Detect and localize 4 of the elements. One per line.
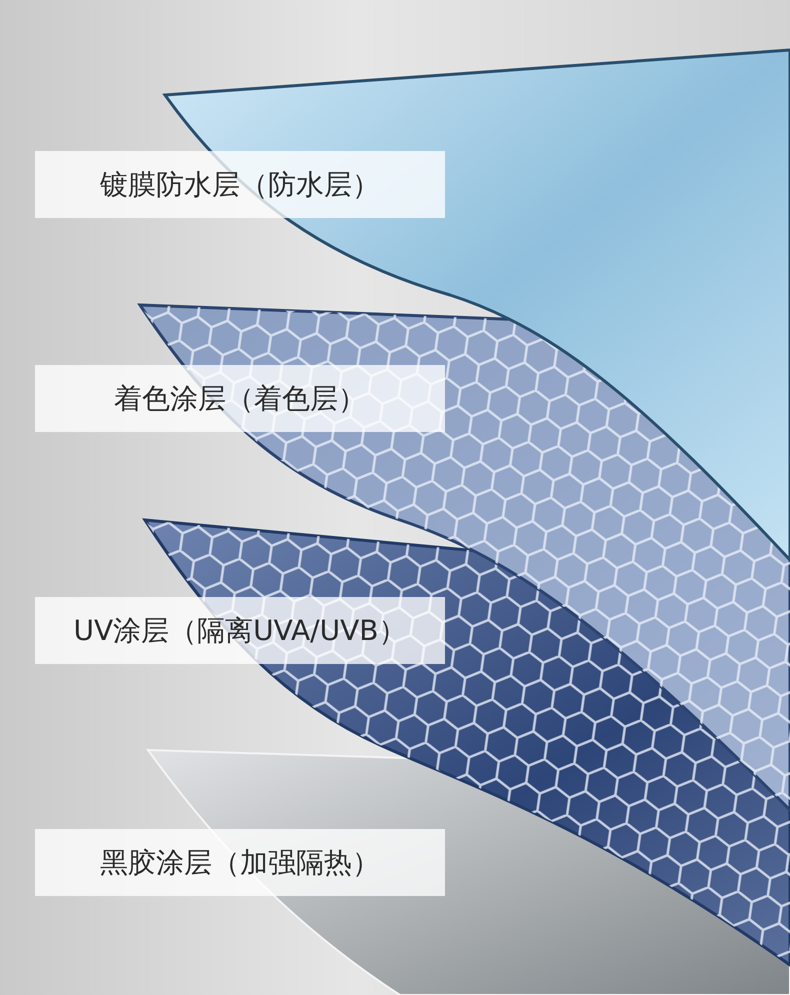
layer-label: 黑胶涂层（加强隔热） bbox=[35, 829, 445, 896]
layer-label: 着色涂层（着色层） bbox=[35, 365, 445, 432]
layer-label: UV涂层（隔离UVA/UVB） bbox=[35, 597, 445, 664]
layer-label: 镀膜防水层（防水层） bbox=[35, 151, 445, 218]
